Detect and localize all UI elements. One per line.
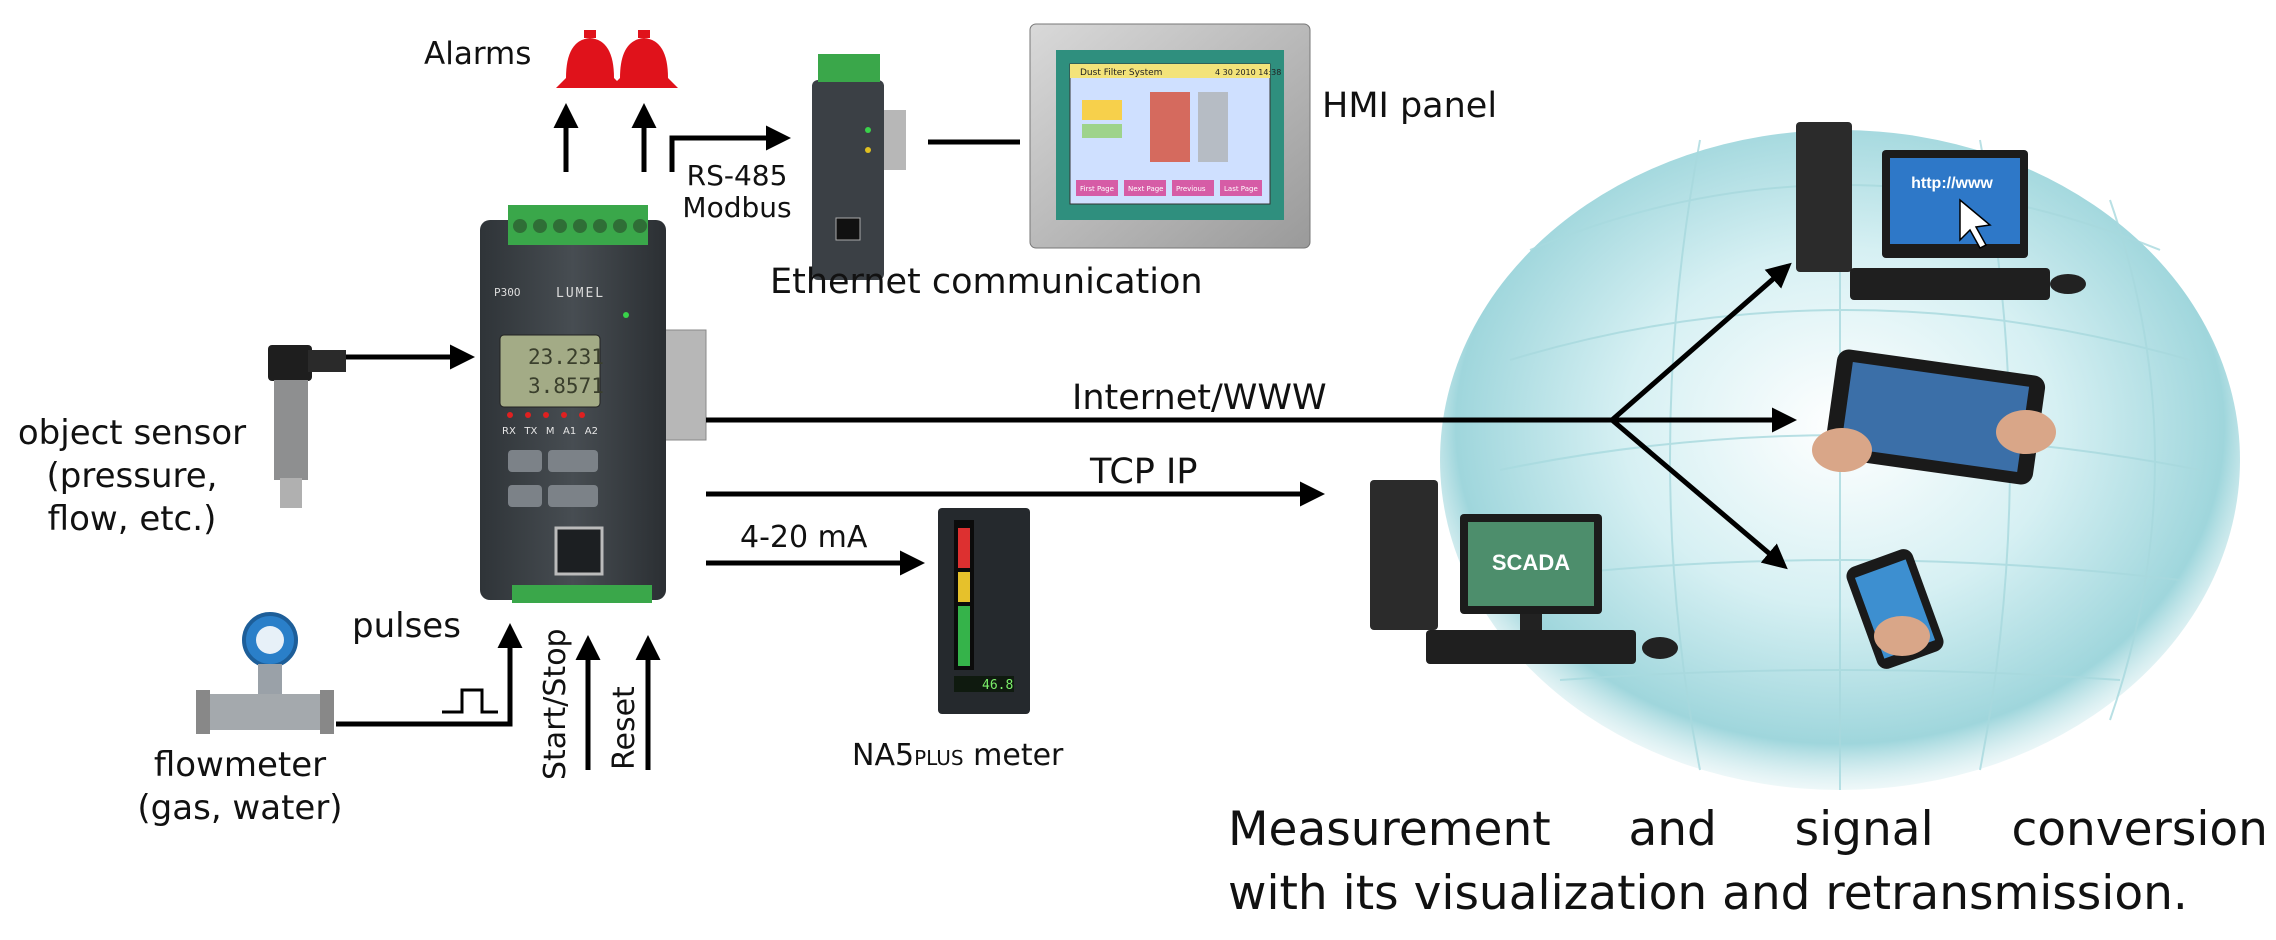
ethernet-port [554, 526, 604, 576]
flowmeter-line-2: (gas, water) [137, 788, 343, 828]
object-sensor-label: object sensor (pressure, flow, etc.) [4, 412, 260, 541]
object-sensor-line-2: (pressure, [46, 456, 218, 496]
hmi-title-text: Dust Filter System [1080, 68, 1162, 78]
smartphone-device [1846, 549, 1944, 669]
caption-line-1: Measurement and signal conversion [1228, 802, 2268, 857]
flowmeter-label: flowmeter (gas, water) [124, 744, 356, 830]
caption-word: signal [1794, 802, 1934, 857]
alarm-bell-icon [556, 30, 624, 88]
na5-meter-word: meter [963, 738, 1064, 773]
enter-key [548, 485, 598, 507]
hmi-button-label: Next Page [1128, 185, 1163, 193]
status-leds [507, 412, 585, 418]
alarms-label: Alarms [424, 36, 532, 72]
reset-label: Reset [607, 686, 642, 770]
p30o-converter-device [480, 205, 666, 603]
led-label: TX [524, 426, 538, 437]
cursor-icon [1959, 198, 1992, 249]
din-rail [659, 329, 707, 441]
device-lcd [499, 334, 601, 408]
bottom-terminal-block [512, 585, 652, 603]
object-sensor-line-3: flow, etc.) [47, 499, 217, 539]
tablet-device [1812, 349, 2056, 485]
device-brand-label: LUMEL [556, 286, 606, 301]
alarm-bell-icon [610, 30, 678, 88]
led-labels: RX TX M A1 A2 [502, 426, 598, 437]
internet-www-label: Internet/WWW [1072, 378, 1327, 418]
scada-screen-text: SCADA [1492, 550, 1570, 575]
rs485-label: RS-485 Modbus [672, 160, 802, 224]
hmi-date-text: 4 30 2010 14:38 [1215, 68, 1281, 77]
flowmeter-device [196, 612, 334, 734]
device-model-label: P30O [494, 286, 521, 299]
pressure-sensor [268, 345, 346, 508]
na5-name: NA5 [852, 738, 915, 773]
hmi-button-label: First Page [1080, 185, 1114, 193]
www-screen-text: http://www [1911, 175, 1993, 192]
pulses-label: pulses [352, 606, 461, 646]
rs485-line-1: RS-485 [686, 159, 788, 192]
na5-meter-label: NA5PLUS meter [852, 738, 1063, 773]
caption-word: conversion [2011, 802, 2268, 857]
caption-word: Measurement [1228, 802, 1551, 857]
caption-line-2: with its visualization and retransmissio… [1228, 866, 2188, 921]
tcp-ip-label: TCP IP [1090, 452, 1198, 492]
na5-display-value: 46.8 [982, 678, 1013, 693]
signal-arrows [336, 103, 1797, 770]
hmi-panel-label: HMI panel [1322, 86, 1498, 126]
start-stop-label: Start/Stop [538, 628, 573, 780]
up-key [548, 450, 598, 472]
na5-plus-suffix: PLUS [914, 746, 964, 770]
internet-computer: http://www [1796, 122, 2086, 300]
led-label: A1 [563, 426, 577, 437]
caption-word: and [1628, 802, 1717, 857]
ethernet-label: Ethernet communication [770, 262, 1203, 302]
pulse-waveform-icon [442, 688, 498, 714]
hmi-panel-device: Dust Filter System 4 30 2010 14:38 First… [1029, 23, 1311, 249]
object-sensor-line-1: object sensor [17, 413, 247, 453]
left-arrow-key [508, 485, 542, 507]
current-loop-label: 4-20 mA [740, 520, 868, 555]
hmi-button-label: Last Page [1224, 185, 1258, 193]
na5-bargraph-meter: 46.8 [938, 508, 1030, 714]
lcd-line-2: 3.8571 [528, 374, 604, 398]
ethernet-module [812, 54, 906, 280]
hmi-button-label: Previous [1176, 185, 1206, 193]
led-label: RX [502, 426, 516, 437]
scada-computer: SCADA [1370, 480, 1678, 664]
led-label: M [545, 426, 555, 437]
flowmeter-line-1: flowmeter [153, 745, 327, 785]
up-arrow-key [508, 450, 542, 472]
led-label: A2 [584, 426, 598, 437]
lcd-line-1: 23.231 [528, 345, 604, 369]
rs485-line-2: Modbus [682, 191, 792, 224]
